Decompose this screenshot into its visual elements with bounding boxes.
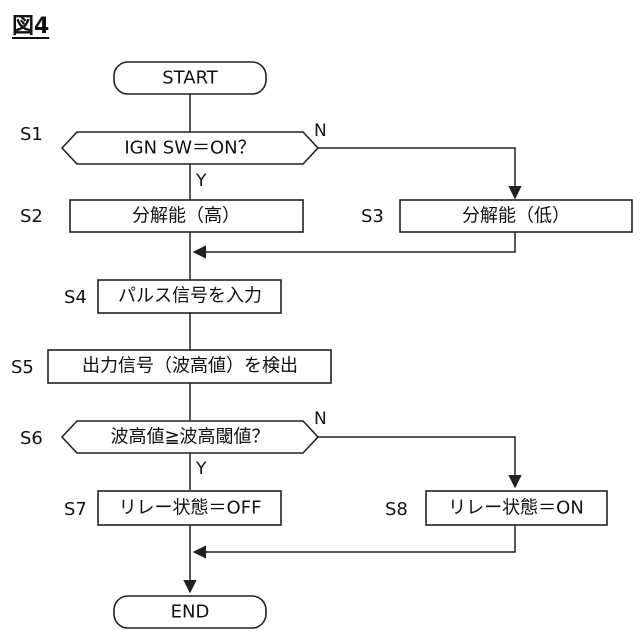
s1-label: IGN SW＝ON？ — [124, 138, 255, 159]
s4-process: パルス信号を入力 S4 — [64, 280, 281, 313]
start-label: START — [162, 68, 219, 89]
s2-step-id: S2 — [20, 206, 43, 227]
s1-decision: IGN SW＝ON？ S1 N Y — [20, 121, 327, 191]
s6-step-id: S6 — [20, 428, 43, 449]
s1-step-id: S1 — [20, 124, 43, 145]
s3-step-id: S3 — [361, 206, 384, 227]
s2-process: 分解能（高） S2 — [20, 200, 303, 232]
s2-label: 分解能（高） — [132, 206, 240, 227]
s3-label: 分解能（低） — [462, 206, 570, 227]
s3-process: 分解能（低） S3 — [361, 200, 632, 232]
s8-step-id: S8 — [385, 499, 408, 520]
connector-s8-merge — [194, 525, 515, 552]
s4-label: パルス信号を入力 — [118, 286, 262, 307]
connector-s6-s8 — [318, 437, 515, 487]
s7-step-id: S7 — [64, 499, 87, 520]
connector-s1-s3 — [318, 148, 515, 198]
s4-step-id: S4 — [64, 287, 87, 308]
end-terminal: END — [114, 596, 266, 628]
s5-process: 出力信号（波高値）を検出 S5 — [11, 350, 331, 383]
s6-label: 波高値≧波高閾値？ — [110, 427, 269, 448]
s1-no-label: N — [314, 121, 327, 141]
s1-yes-label: Y — [195, 171, 207, 191]
s8-label: リレー状態＝ON — [448, 498, 584, 519]
s5-label: 出力信号（波高値）を検出 — [82, 356, 298, 377]
s7-label: リレー状態＝OFF — [119, 498, 262, 519]
s6-yes-label: Y — [195, 459, 207, 479]
end-label: END — [171, 602, 210, 623]
s8-process: リレー状態＝ON S8 — [385, 491, 607, 525]
s6-no-label: N — [314, 409, 327, 429]
s6-decision: 波高値≧波高閾値？ S6 N Y — [20, 409, 327, 479]
s5-step-id: S5 — [11, 357, 34, 378]
s7-process: リレー状態＝OFF S7 — [64, 491, 281, 525]
connector-s3-merge — [194, 232, 515, 252]
start-terminal: START — [114, 62, 266, 94]
